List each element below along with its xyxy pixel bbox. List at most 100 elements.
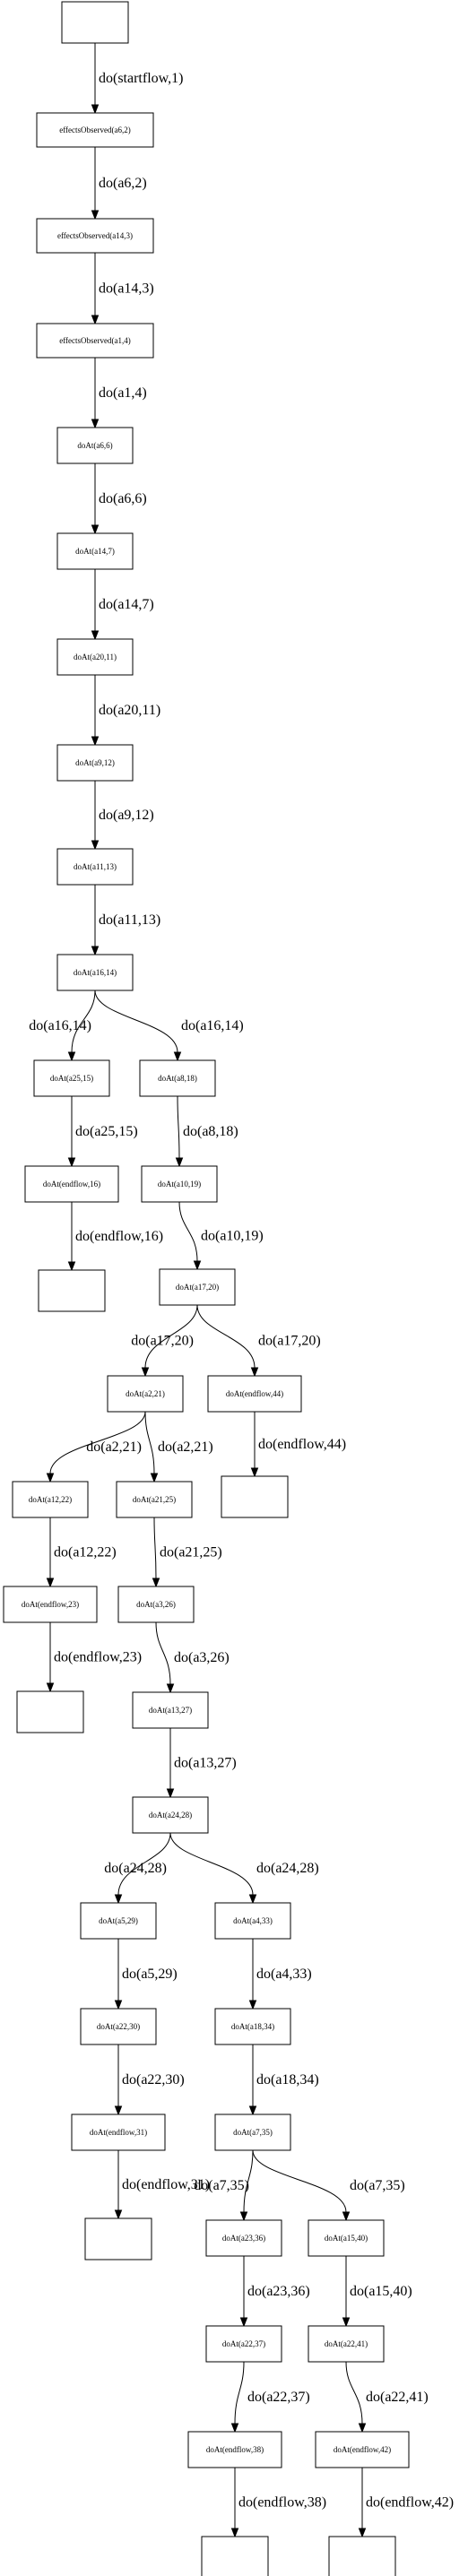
arrowhead	[141, 1367, 150, 1378]
terminal-node	[201, 2536, 269, 2576]
node-box	[56, 954, 134, 991]
edge: do(endflow,23)	[46, 1622, 142, 1693]
edge-label: do(a6,6)	[99, 491, 147, 506]
edge-label: do(a12,22)	[54, 1545, 117, 1560]
edge-line	[153, 1517, 157, 1579]
node-label: doAt(a5,29)	[99, 1916, 138, 1925]
arrowhead	[91, 736, 100, 747]
arrowhead	[67, 1261, 76, 1272]
node-box	[71, 2114, 166, 2151]
node-label: doAt(a10,19)	[158, 1180, 201, 1189]
node-box	[207, 1375, 302, 1413]
state-node: doAt(a10,19)	[141, 1165, 218, 1203]
edge: do(endflow,31)	[114, 2150, 210, 2220]
edge: do(a5,29)	[114, 1939, 178, 2010]
node-box	[221, 1475, 289, 1518]
edge-label: do(a3,26)	[174, 1650, 230, 1665]
edge: do(a1,4)	[91, 358, 147, 429]
node-label: doAt(a25,15)	[50, 1074, 93, 1083]
edge-line	[345, 2361, 363, 2425]
node-box	[214, 1902, 291, 1940]
edge: do(a15,40)	[342, 2256, 412, 2328]
arrowhead	[193, 1260, 202, 1271]
arrowhead	[248, 2000, 257, 2010]
arrowhead	[114, 2209, 123, 2220]
edge-line	[177, 1095, 180, 1159]
edge: do(a17,20)	[131, 1304, 198, 1378]
state-node: doAt(endflow,23)	[3, 1586, 98, 1623]
edge-label: do(a24,28)	[104, 1861, 167, 1876]
state-node: doAt(endflow,44)	[207, 1375, 302, 1413]
node-box	[116, 1481, 193, 1518]
edge: do(a24,28)	[104, 1832, 171, 1905]
arrowhead	[239, 2211, 248, 2222]
state-node: doAt(a24,28)	[132, 1796, 209, 1834]
state-node: doAt(a23,36)	[205, 2219, 282, 2257]
node-box	[80, 2008, 157, 2045]
state-node: doAt(a14,7)	[56, 532, 134, 570]
edge-line	[155, 1621, 171, 1685]
node-box	[315, 2431, 410, 2468]
arrowhead	[250, 1367, 259, 1378]
state-node: doAt(a5,29)	[80, 1902, 157, 1940]
edge-label: do(a2,21)	[158, 1439, 213, 1455]
node-box	[36, 112, 154, 148]
edge-line	[144, 1304, 198, 1369]
edge-label: do(a17,20)	[258, 1334, 321, 1349]
node-box	[205, 2219, 282, 2257]
node-box	[308, 2219, 385, 2257]
edge: do(a25,15)	[67, 1096, 138, 1168]
node-box	[141, 1165, 218, 1203]
arrowhead	[67, 1157, 76, 1168]
state-node: doAt(a7,35)	[214, 2114, 291, 2151]
edge: do(a12,22)	[46, 1517, 117, 1588]
edge: do(a6,2)	[91, 147, 147, 220]
node-box	[328, 2536, 396, 2576]
state-node: doAt(a22,30)	[80, 2008, 157, 2045]
node-box	[56, 638, 134, 676]
edge: do(a16,14)	[29, 990, 96, 1062]
edge: do(endflow,44)	[250, 1412, 346, 1478]
node-box	[61, 1, 129, 44]
edge-line	[234, 2361, 245, 2425]
edge-line	[117, 1832, 171, 1896]
edge-label: do(a18,34)	[256, 2072, 319, 2088]
node-label: doAt(a14,7)	[75, 547, 115, 556]
edge-label: do(a22,30)	[122, 2072, 185, 2088]
node-label: effectsObserved(a1,4)	[59, 336, 131, 345]
arrowhead	[230, 2423, 239, 2433]
node-box	[16, 1690, 84, 1733]
state-node: doAt(a12,22)	[12, 1481, 89, 1518]
state-node: doAt(endflow,38)	[187, 2431, 282, 2468]
node-box	[308, 2325, 385, 2363]
state-node: doAt(a17,20)	[159, 1268, 236, 1306]
arrowhead	[114, 2000, 123, 2010]
edge-label: do(a1,4)	[99, 385, 147, 401]
edge-line	[169, 1832, 254, 1896]
edge-label: do(a21,25)	[160, 1545, 222, 1560]
node-label: doAt(a13,27)	[149, 1706, 192, 1715]
node-box	[107, 1375, 184, 1413]
edge-label: do(a10,19)	[201, 1229, 264, 1244]
edge: do(a7,35)	[194, 2149, 254, 2222]
node-box	[214, 2008, 291, 2045]
edge-label: do(a16,14)	[29, 1018, 91, 1033]
arrowhead	[114, 2105, 123, 2116]
edge: do(a10,19)	[178, 1201, 264, 1271]
edge: do(a24,28)	[169, 1832, 319, 1905]
arrowhead	[67, 1051, 76, 1062]
arrowhead	[342, 2317, 351, 2328]
edge: do(a21,25)	[152, 1517, 222, 1588]
edge: do(a23,36)	[239, 2256, 310, 2328]
nodes-layer: effectsObserved(a6,2)effectsObserved(a14…	[3, 1, 410, 2576]
state-node: doAt(a13,27)	[132, 1691, 209, 1729]
node-label: doAt(a22,30)	[97, 2022, 140, 2031]
edge-label: do(a11,13)	[99, 912, 160, 928]
arrowhead	[91, 104, 100, 115]
node-box	[205, 2325, 282, 2363]
node-box	[132, 1796, 209, 1834]
arrowhead	[230, 2528, 239, 2538]
state-node: doAt(a3,26)	[117, 1586, 195, 1623]
node-label: doAt(a16,14)	[74, 968, 117, 977]
edge: do(a14,7)	[91, 569, 154, 641]
